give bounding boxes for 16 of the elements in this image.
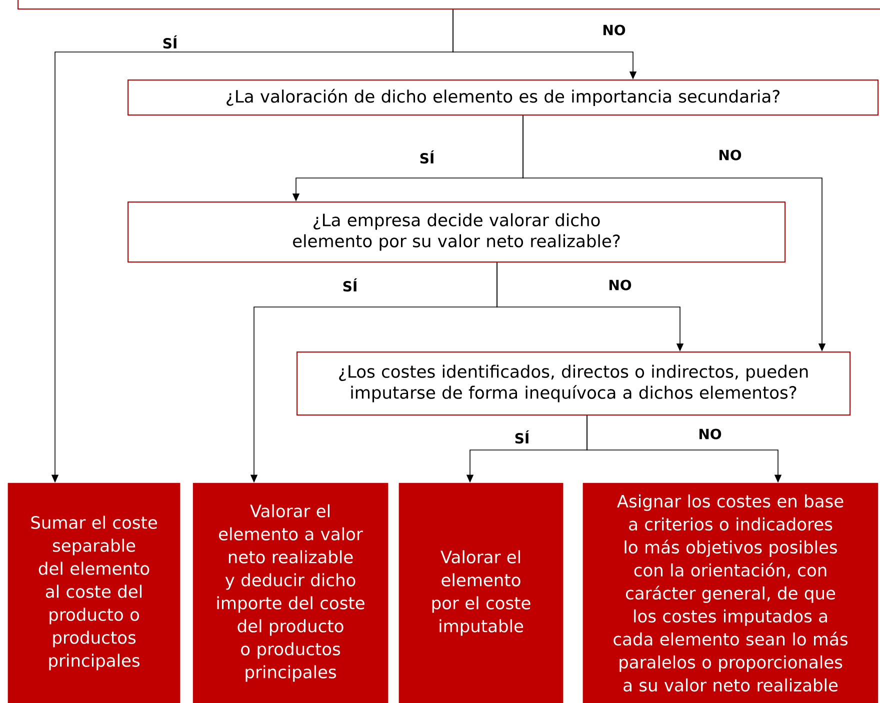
edge-label: NO (699, 428, 722, 440)
question-box: ¿Los costes identificados, directos o indirectos, pueden imputarse de forma inequívoca a dichos elementos? (296, 352, 850, 416)
edge-label: SÍ (515, 430, 530, 444)
result-box: Asignar los costes en base a criterios o indicadores lo más objetivos posibles con la orientación, con carácter general, de que los costes imputados a cada elemento sean lo más paralelos o proporcionales a su valor neto realizable (582, 482, 878, 703)
edge-label: SÍ (343, 278, 358, 292)
question-box: ¿La valoración de dicho elemento es de importancia secundaria? (128, 80, 878, 116)
edge-label: NO (719, 150, 742, 160)
edge-label: SÍ (163, 35, 178, 49)
result-box: Valorar el elemento a valor neto realizable y deducir dicho importe del coste del producto o productos principales (192, 482, 388, 703)
edge-label: NO (609, 280, 632, 290)
result-box: Sumar el coste separable del elemento al coste del producto o productos principales (8, 482, 180, 703)
edge-label: SÍ (420, 150, 434, 164)
question-box: ¿La empresa decide valorar dicho elemento por su valor neto realizable? (128, 202, 786, 262)
decision-box (18, 0, 880, 10)
edge-label: NO (603, 24, 626, 36)
result-box: Valorar el elemento por el coste imputable (398, 482, 564, 703)
